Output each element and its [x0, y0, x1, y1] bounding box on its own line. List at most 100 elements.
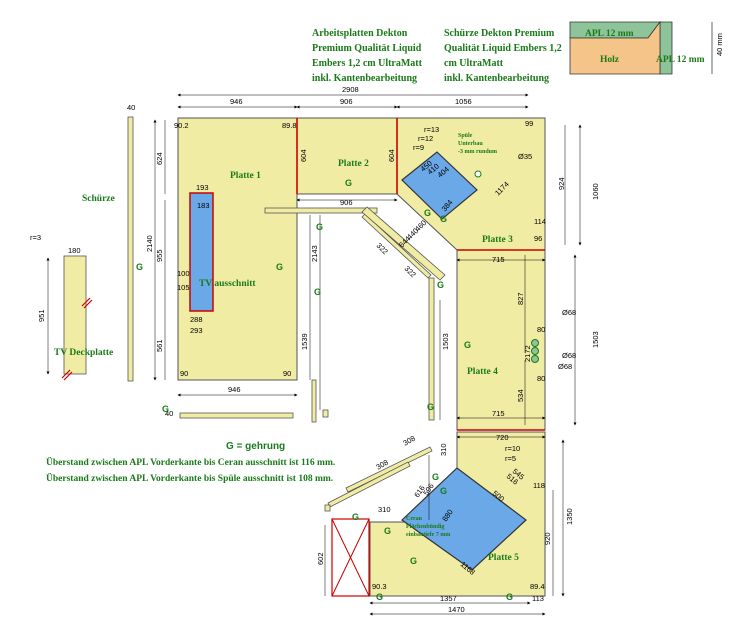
- sink-cutout: [401, 151, 478, 220]
- dim-label: 946: [230, 97, 243, 106]
- dim-label: 951: [37, 309, 46, 322]
- dim-label: r=5: [505, 454, 516, 463]
- worktop-note-line: Arbeitsplatten Dekton: [312, 28, 408, 39]
- dim-label: 1056: [455, 97, 472, 106]
- dim-label: Ø68: [562, 351, 576, 360]
- dim-label: 105: [177, 283, 190, 292]
- g-marker: G: [314, 287, 321, 297]
- break-marks: [61, 297, 93, 381]
- apron-note-line: inkl. Kantenbearbeitung: [444, 73, 550, 84]
- g-marker: G: [410, 556, 417, 566]
- schuerze-label: Schürze: [82, 194, 115, 204]
- g-marker: G: [276, 262, 283, 272]
- dim-label: 114: [534, 217, 546, 226]
- dim-label: 2143: [310, 245, 319, 262]
- legend-wood: Holz: [600, 55, 620, 65]
- dim-label: 1539: [300, 333, 309, 350]
- dim-label: 827: [516, 292, 525, 305]
- dim-label: 924: [557, 177, 566, 190]
- plate-labels: Platte 1 Platte 2 Platte 3 Platte 4 Plat…: [54, 133, 519, 563]
- worktop-note-line: Embers 1,2 cm UltraMatt: [312, 58, 422, 69]
- dim-label: Ø68: [558, 362, 572, 371]
- dim-label: 946: [228, 385, 241, 394]
- cooktop-label: Flächenbündig: [406, 524, 444, 530]
- dim-label: 2908: [342, 85, 359, 94]
- corner-label: 99: [525, 119, 533, 128]
- legend-apl-top: APL 12 mm: [585, 29, 634, 39]
- footnote-ceran: Überstand zwischen APL Vorderkante bis C…: [46, 458, 336, 468]
- dim-label: Ø35: [518, 152, 532, 161]
- dim-label: 955: [155, 249, 164, 262]
- sink-label: Unterbau: [458, 141, 483, 147]
- apron-note-line: Schürze Dekton Premium: [444, 28, 555, 39]
- dim-label: 40: [165, 409, 173, 418]
- dim-label: 288: [190, 315, 203, 324]
- g-marker: G: [424, 208, 431, 218]
- footnote-sink: Überstand zwischen APL Vorderkante bis S…: [46, 474, 334, 484]
- cooktop-label: einbautiefe 7 mm: [406, 532, 450, 538]
- dim-label: 100: [177, 269, 190, 278]
- dim-label: r=12: [418, 134, 433, 143]
- worktop-note: Arbeitsplatten Dekton Premium Qualität L…: [312, 26, 422, 86]
- plate-4-label: Platte 4: [467, 367, 498, 377]
- dim-label: 1503: [591, 331, 600, 348]
- dim-label: 293: [190, 326, 203, 335]
- holes: [474, 170, 539, 363]
- dim-label: 920: [543, 532, 552, 545]
- legend-apl-side: APL 12 mm: [656, 55, 705, 65]
- g-marker: G: [352, 512, 359, 522]
- g-marker: G: [464, 340, 471, 350]
- sink-label: -3 mm rundum: [458, 149, 497, 155]
- corner-label: 90.3: [372, 582, 387, 591]
- dim-label: Ø68: [562, 308, 576, 317]
- dim-label: 96: [534, 234, 542, 243]
- g-marker: G: [432, 472, 439, 482]
- plate-3-label: Platte 3: [482, 235, 513, 245]
- dimension-lines: [46, 93, 582, 616]
- dim-label: 310: [439, 443, 448, 456]
- dim-label: r=13: [424, 125, 439, 134]
- dim-label: 183: [197, 201, 210, 210]
- corner-label: 89.4: [530, 582, 545, 591]
- g-marker: G: [440, 486, 447, 496]
- g-marker: G: [136, 262, 143, 272]
- dim-label: 602: [316, 552, 325, 565]
- g-marker: G: [162, 404, 169, 414]
- dim-label: 1470: [448, 605, 465, 614]
- plate-1-label: Platte 1: [230, 171, 261, 181]
- dim-label: 308: [402, 434, 417, 448]
- plate-2-label: Platte 2: [338, 159, 369, 169]
- g-legend: G = gehrung: [226, 441, 285, 452]
- dim-label: 715: [492, 409, 505, 418]
- tv-deck-label: TV Deckplatte: [54, 348, 113, 358]
- strips: [63, 116, 446, 512]
- corner-label: 90: [180, 369, 188, 378]
- dim-label: 80: [537, 374, 545, 383]
- sink-label: Spüle: [458, 133, 473, 139]
- joints: [296, 118, 545, 431]
- dim-label: 1060: [591, 183, 600, 200]
- dim-label: 80: [537, 325, 545, 334]
- dim-label: 118: [533, 481, 545, 490]
- dim-label: 40: [127, 103, 135, 112]
- corner-label: 90: [283, 369, 291, 378]
- worktop-note-line: Premium Qualität Liquid: [312, 43, 422, 54]
- g-marker: G: [376, 592, 383, 602]
- dim-label: 624: [155, 152, 164, 165]
- dim-label: 906: [340, 97, 353, 106]
- dim-label: 2140: [145, 235, 154, 252]
- dim-label: 534: [516, 389, 525, 402]
- dim-label: 604: [299, 149, 308, 162]
- legend-height: 40 mm: [715, 33, 724, 56]
- dim-label: 604: [387, 149, 396, 162]
- dim-label: 1503: [441, 333, 450, 350]
- corner-label: 90.2: [174, 121, 189, 130]
- cooktop-label: Ceran: [406, 516, 423, 522]
- edge-detail-legend: APL 12 mm Holz APL 12 mm 40 mm: [569, 20, 724, 75]
- g-marker: G: [506, 592, 513, 602]
- apron-note-line: Qualität Liquid Embers 1,2: [444, 43, 562, 54]
- dim-label: 1350: [565, 508, 574, 525]
- tv-cutout-label: TV ausschnitt: [199, 279, 256, 289]
- dim-label: 180: [68, 246, 81, 255]
- dim-label: 2172: [523, 345, 532, 362]
